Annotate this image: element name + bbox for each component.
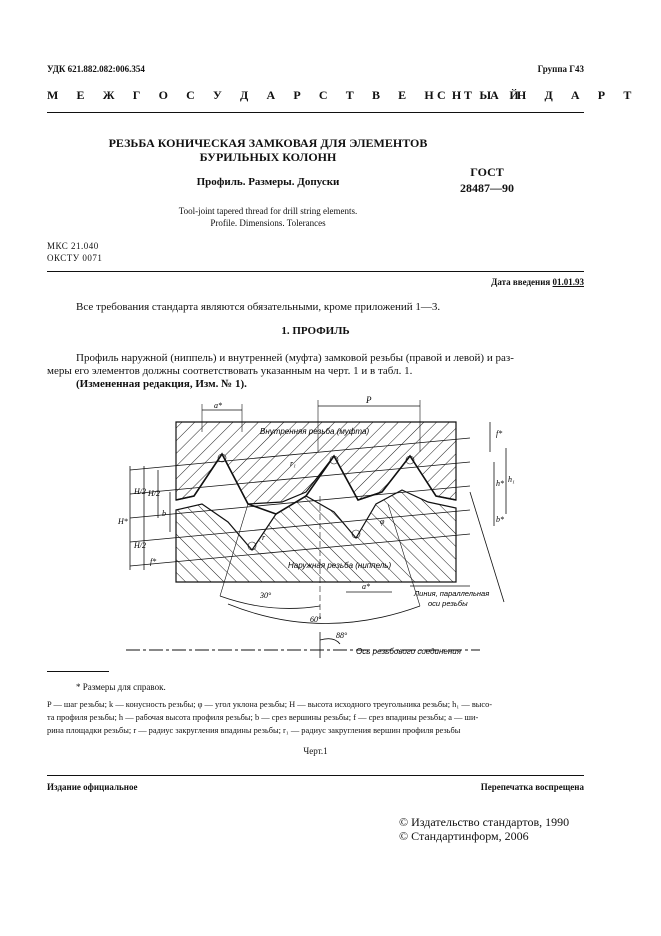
- dim-f: f*: [496, 429, 502, 438]
- footnote-star: * Размеры для справок.: [76, 682, 166, 692]
- footer-rule: [47, 775, 584, 776]
- thread-profile-drawing: Внутренняя резьба (муфта) Наружная резьб…: [117, 395, 515, 658]
- title-ru-sub: Профиль. Размеры. Допуски: [196, 176, 340, 188]
- dim-H: H*: [117, 517, 128, 526]
- title-ru-line2: БУРИЛЬНЫХ КОЛОНН: [199, 150, 337, 164]
- label-parallel-line1: Линия, параллельная: [413, 589, 489, 598]
- profile-paragraph-line2: меры его элементов должны соответствоват…: [47, 365, 413, 377]
- section-title: 1. ПРОФИЛЬ: [281, 325, 350, 337]
- dim-b: b: [162, 509, 166, 518]
- copyright-1990: © Издательство стандартов, 1990: [399, 815, 570, 829]
- label-parallel-line2: оси резьбы: [428, 599, 468, 608]
- codes-rule: [47, 271, 584, 272]
- title-en-line1: Tool-joint tapered thread for drill stri…: [178, 206, 358, 216]
- title-en: Tool-joint tapered thread for drill stri…: [80, 205, 456, 229]
- legend-line3: рина площадки резьбы; r — радиус закругл…: [47, 726, 461, 735]
- gost-block: ГОСТ 28487—90: [452, 164, 522, 196]
- dim-60-deg: 60°: [310, 615, 322, 624]
- header-rule: [47, 112, 584, 113]
- copyright-2006: © Стандартинформ, 2006: [399, 829, 529, 843]
- interstate-left: М Е Ж Г О С У Д А Р С Т В Е Н Н Ы Й: [47, 88, 527, 102]
- group-code: Группа Г43: [537, 64, 584, 74]
- gost-label: ГОСТ: [470, 165, 504, 179]
- profile-paragraph-line1: Профиль наружной (ниппель) и внутренней …: [76, 352, 514, 364]
- title-en-line2: Profile. Dimensions. Tolerances: [210, 218, 326, 228]
- dim-p: P: [365, 395, 372, 405]
- gost-number: 28487—90: [460, 181, 514, 195]
- dim-b-right: b*: [496, 515, 504, 524]
- title-ru-line1: РЕЗЬБА КОНИЧЕСКАЯ ЗАМКОВАЯ ДЛЯ ЭЛЕМЕНТОВ: [108, 136, 428, 150]
- okstu-code: ОКСТУ 0071: [47, 253, 103, 263]
- dim-H2-c: H/2: [147, 489, 160, 498]
- intro-date-value: 01.01.93: [552, 277, 585, 287]
- legend: P — шаг резьбы; k — конусность резьбы; φ…: [47, 698, 587, 737]
- copyright: © Издательство стандартов, 1990 © Станда…: [399, 815, 569, 843]
- amendment-note: (Измененная редакция, Изм. № 1).: [76, 378, 247, 390]
- dim-a-top: a*: [214, 401, 222, 410]
- legend-line1: P — шаг резьбы; k — конусность резьбы; φ…: [47, 700, 493, 709]
- dim-h1: h₁: [508, 475, 515, 484]
- label-external-thread: Наружная резьба (ниппель): [288, 561, 391, 570]
- dim-a-bottom: a*: [362, 582, 370, 591]
- intro-date-label: Дата введения: [491, 277, 551, 287]
- mks-code: МКС 21.040: [47, 241, 99, 251]
- dim-r1: r₁: [290, 459, 296, 468]
- dim-f-bottom: f*: [150, 557, 156, 566]
- dim-88-deg: 88°: [336, 631, 348, 640]
- intro-date: Дата введения 01.01.93: [400, 277, 584, 287]
- legend-line2: та профиля резьбы; h — рабочая высота пр…: [47, 713, 479, 722]
- label-internal-thread: Внутренняя резьба (муфта): [260, 427, 369, 436]
- dim-h: h*: [496, 479, 504, 488]
- official-edition: Издание официальное: [47, 782, 138, 792]
- interstate-right: С Т А Н Д А Р Т: [437, 88, 639, 102]
- dim-30-deg: 30°: [259, 591, 272, 600]
- dim-H2-b: H/2: [133, 541, 146, 550]
- udk-code: УДК 621.882.082:006.354: [47, 64, 145, 74]
- label-axis: Ось резьбового соединения: [356, 647, 462, 656]
- requirement-text: Все требования стандарта являются обязат…: [76, 301, 441, 313]
- reprint-notice: Перепечатка воспрещена: [480, 782, 584, 792]
- dim-H2-a: H/2: [133, 487, 146, 496]
- figure-caption: Черт.1: [303, 746, 328, 756]
- dim-r: r: [262, 533, 266, 542]
- title-ru: РЕЗЬБА КОНИЧЕСКАЯ ЗАМКОВАЯ ДЛЯ ЭЛЕМЕНТОВ…: [80, 136, 456, 164]
- footnote-rule: [47, 671, 109, 672]
- dim-phi: φ: [380, 517, 385, 526]
- profile-paragraph: Профиль наружной (ниппель) и внутренней …: [47, 352, 587, 391]
- classification-codes: МКС 21.040 ОКСТУ 0071: [47, 240, 102, 264]
